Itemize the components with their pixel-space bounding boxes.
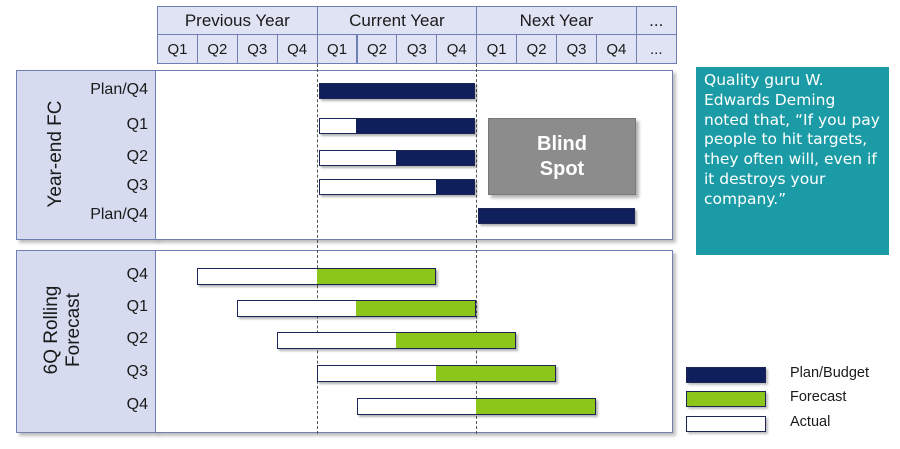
rolling-row-label-3: Q3 xyxy=(126,363,148,380)
year-end-plan-segment-0 xyxy=(319,84,475,98)
rolling-row-label-0: Q4 xyxy=(126,266,148,283)
year-end-plan-segment-4 xyxy=(479,209,634,223)
header-quarter-8: Q1 xyxy=(476,34,518,64)
legend-label-2: Actual xyxy=(790,414,831,430)
rolling-forecast-segment-3 xyxy=(436,366,555,381)
legend-label-1: Forecast xyxy=(790,389,847,405)
year-end-plan-segment-1 xyxy=(356,119,475,133)
header-quarter-0: Q1 xyxy=(157,34,198,64)
year-end-row-label-4: Plan/Q4 xyxy=(90,206,148,223)
legend-swatch-1 xyxy=(686,391,766,407)
header-year-1: Current Year xyxy=(316,6,478,35)
rolling-bar-2 xyxy=(276,332,517,349)
year-end-row-label-1: Q1 xyxy=(126,116,148,133)
rolling-bar-0 xyxy=(196,268,437,285)
header-quarter-6: Q3 xyxy=(396,34,438,64)
header-year-3: ... xyxy=(635,6,677,35)
year-end-bar-2 xyxy=(318,150,476,166)
rolling-forecast-segment-4 xyxy=(476,399,595,414)
year-end-row-label-0: Plan/Q4 xyxy=(90,81,148,98)
year-end-bar-4 xyxy=(478,208,635,224)
rolling-bar-3 xyxy=(316,365,556,382)
header-quarter-4: Q1 xyxy=(316,34,358,64)
blind-spot-line1: Blind xyxy=(537,132,587,155)
blind-spot-box: Blind Spot xyxy=(488,118,636,195)
rolling-forecast-segment-2 xyxy=(396,333,516,348)
rolling-row-label-1: Q1 xyxy=(126,298,148,315)
header-quarter-5: Q2 xyxy=(356,34,398,64)
next-year-start-line xyxy=(476,64,478,434)
year-end-bar-3 xyxy=(318,179,476,195)
legend-swatch-2 xyxy=(686,416,766,432)
current-year-start-line xyxy=(316,64,318,434)
header-year-0: Previous Year xyxy=(157,6,318,35)
header-quarter-2: Q3 xyxy=(236,34,278,64)
header-quarter-1: Q2 xyxy=(196,34,238,64)
rolling-bar-1 xyxy=(236,300,477,317)
year-end-bar-1 xyxy=(318,118,476,134)
deming-quote-text: Quality guru W. Edwards Deming noted tha… xyxy=(704,71,880,208)
year-end-row-label-2: Q2 xyxy=(126,148,148,165)
rolling-forecast-segment-0 xyxy=(316,269,436,284)
header-quarter-10: Q3 xyxy=(556,34,597,64)
year-end-plan-segment-3 xyxy=(436,180,475,194)
year-end-bar-0 xyxy=(318,83,476,99)
legend-swatch-0 xyxy=(686,367,766,383)
rolling-row-label-2: Q2 xyxy=(126,330,148,347)
header-quarter-3: Q4 xyxy=(276,34,318,64)
rolling-forecast-segment-1 xyxy=(356,301,476,316)
blind-spot-line2: Spot xyxy=(539,157,585,180)
year-end-row-label-3: Q3 xyxy=(126,177,148,194)
header-quarter-12: ... xyxy=(635,34,677,64)
rolling-row-label-4: Q4 xyxy=(126,396,148,413)
year-end-plan-segment-2 xyxy=(396,151,475,165)
rolling-bar-4 xyxy=(356,398,596,415)
legend-label-0: Plan/Budget xyxy=(790,365,870,381)
header-year-2: Next Year xyxy=(476,6,637,35)
year-end-fc-section-label: Year-end FC xyxy=(16,70,156,240)
header-quarter-9: Q2 xyxy=(516,34,557,64)
header-quarter-7: Q4 xyxy=(436,34,478,64)
deming-quote-box: Quality guru W. Edwards Deming noted tha… xyxy=(696,67,889,255)
header-quarter-11: Q4 xyxy=(595,34,637,64)
